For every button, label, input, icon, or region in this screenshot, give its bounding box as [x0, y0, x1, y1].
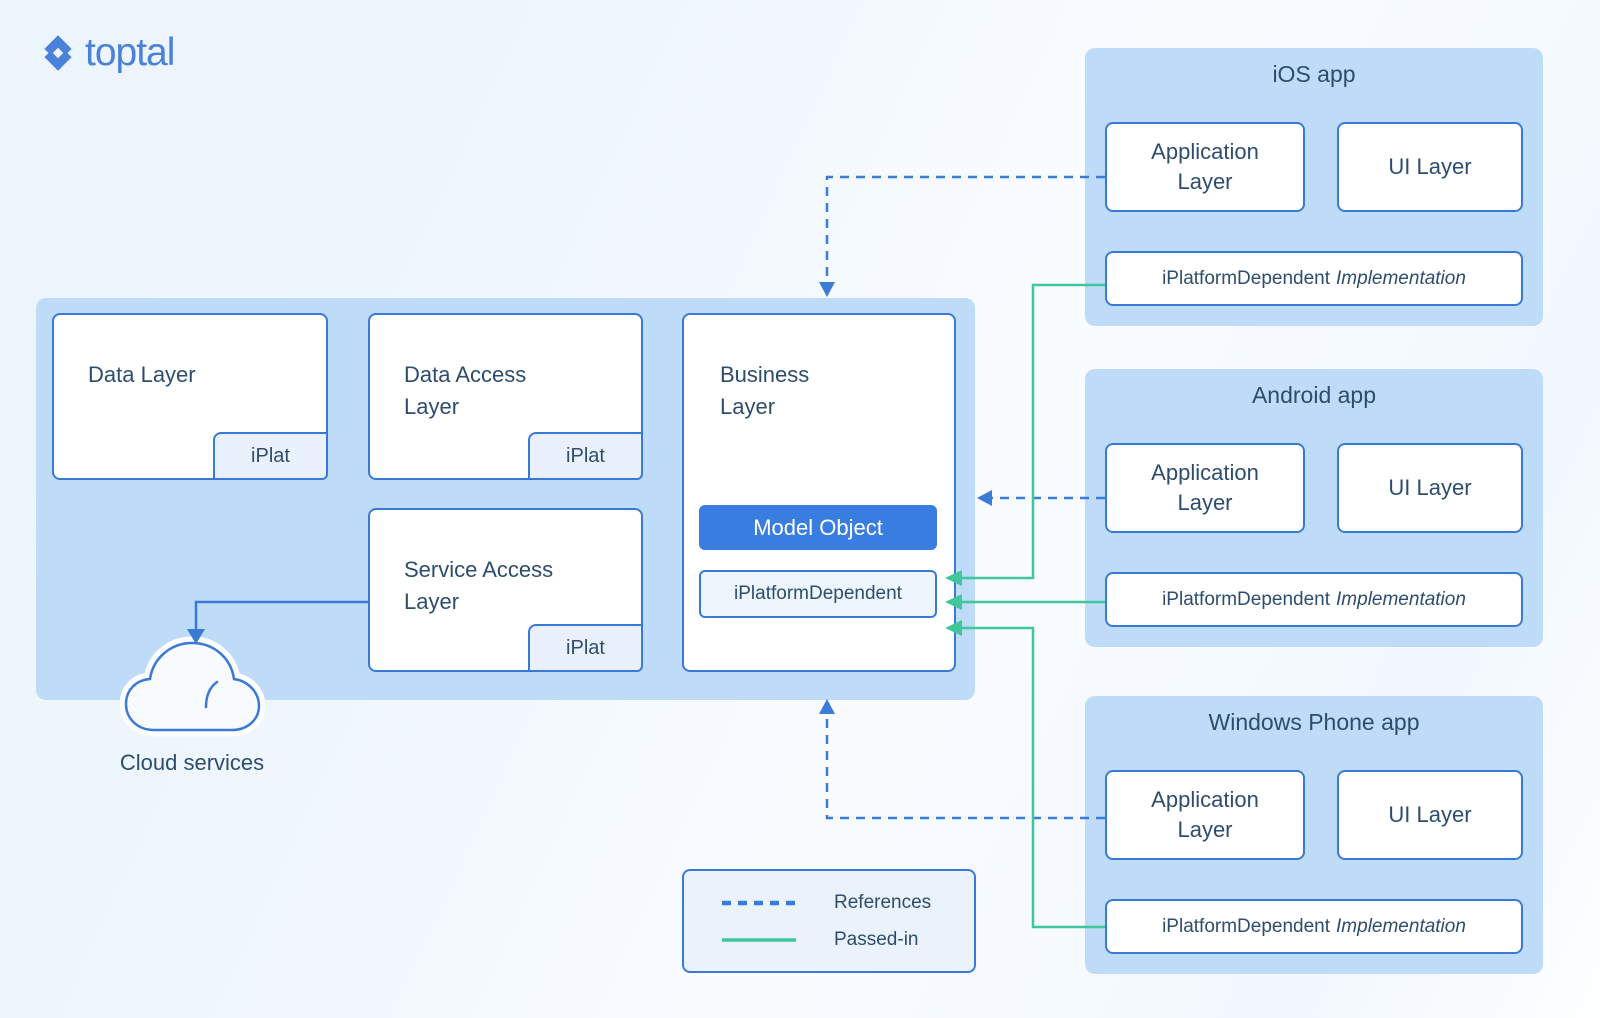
- ios-passed-in-line: [962, 283, 1105, 580]
- ios-application-layer-label: Application Layer: [1151, 139, 1259, 194]
- dashed-reference-line-sample: [722, 900, 796, 905]
- windows-phone-app-title: Windows Phone app: [1208, 709, 1420, 735]
- wp-application-layer-box: Application Layer: [1105, 770, 1305, 860]
- ios-ui-layer-box: UI Layer: [1337, 122, 1523, 212]
- legend-box: References Passed-in: [682, 869, 976, 973]
- data-layer-box: Data Layer iPlat: [52, 313, 328, 480]
- android-app-title: Android app: [1251, 382, 1377, 408]
- legend-passed-in-row: Passed-in: [722, 929, 974, 951]
- wp-ui-layer-box: UI Layer: [1337, 770, 1523, 860]
- wp-reference-line: [825, 714, 1105, 820]
- android-iplatformdependent-implementation-box: iPlatformDependent Implementation: [1105, 572, 1523, 627]
- data-layer-title: Data Layer: [88, 362, 196, 387]
- android-reference-arrowhead: [977, 490, 992, 506]
- iplatformdependent-interface-box: iPlatformDependent: [699, 570, 937, 618]
- business-layer-title: Business Layer: [720, 362, 810, 419]
- ios-iplatformdependent-implementation-box: iPlatformDependent Implementation: [1105, 251, 1523, 306]
- service-access-layer-box: Service Access Layer iPlat: [368, 508, 643, 672]
- legend-references-row: References: [722, 892, 974, 914]
- data-access-layer-box: Data Access Layer iPlat: [368, 313, 643, 480]
- ios-impl-interface-label: iPlatformDependent: [1162, 267, 1331, 289]
- ios-reference-arrowhead: [819, 282, 835, 297]
- legend-references-label: References: [834, 891, 932, 913]
- solid-passed-in-line-sample: [722, 937, 796, 942]
- wp-passed-in-line: [962, 626, 1105, 929]
- service-access-layer-title: Service Access Layer: [404, 557, 554, 614]
- wp-ui-layer-label: UI Layer: [1388, 802, 1472, 827]
- android-application-layer-label: Application Layer: [1151, 460, 1259, 515]
- model-object-box: Model Object: [699, 505, 937, 550]
- wp-impl-word-label: Implementation: [1336, 915, 1466, 937]
- ios-application-layer-box: Application Layer: [1105, 122, 1305, 212]
- toptal-logo[interactable]: toptal: [40, 30, 175, 76]
- wp-reference-arrowhead: [819, 699, 835, 714]
- toptal-logo-icon: [44, 35, 72, 71]
- android-impl-word-label: Implementation: [1336, 588, 1466, 610]
- wp-iplatformdependent-implementation-box: iPlatformDependent Implementation: [1105, 899, 1523, 954]
- ios-app-title: iOS app: [1272, 61, 1356, 87]
- ios-ui-layer-label: UI Layer: [1388, 154, 1472, 179]
- wp-impl-interface-label: iPlatformDependent: [1162, 915, 1331, 937]
- android-application-layer-box: Application Layer: [1105, 443, 1305, 533]
- data-access-layer-title: Data Access Layer: [404, 362, 527, 419]
- cloud-icon: [120, 636, 265, 737]
- android-impl-interface-label: iPlatformDependent: [1162, 588, 1331, 610]
- legend-passed-in-label: Passed-in: [834, 928, 919, 950]
- data-access-iplat-badge: iPlat: [528, 432, 643, 480]
- data-layer-iplat-badge: iPlat: [213, 432, 328, 480]
- ios-reference-line: [825, 175, 1105, 282]
- windows-phone-app-card: Windows Phone app Application Layer UI L…: [1085, 696, 1543, 974]
- toptal-wordmark: toptal: [85, 31, 175, 74]
- passed-in-lines: [962, 283, 1105, 929]
- android-app-card: Android app Application Layer UI Layer i…: [1085, 369, 1543, 647]
- wp-application-layer-label: Application Layer: [1151, 787, 1259, 842]
- cloud-services-label: Cloud services: [119, 750, 265, 775]
- ios-impl-word-label: Implementation: [1336, 267, 1466, 289]
- business-layer-box: Business Layer: [682, 313, 956, 672]
- android-ui-layer-label: UI Layer: [1388, 475, 1472, 500]
- android-ui-layer-box: UI Layer: [1337, 443, 1523, 533]
- ios-app-card: iOS app Application Layer UI Layer iPlat…: [1085, 48, 1543, 326]
- service-access-iplat-badge: iPlat: [528, 624, 643, 672]
